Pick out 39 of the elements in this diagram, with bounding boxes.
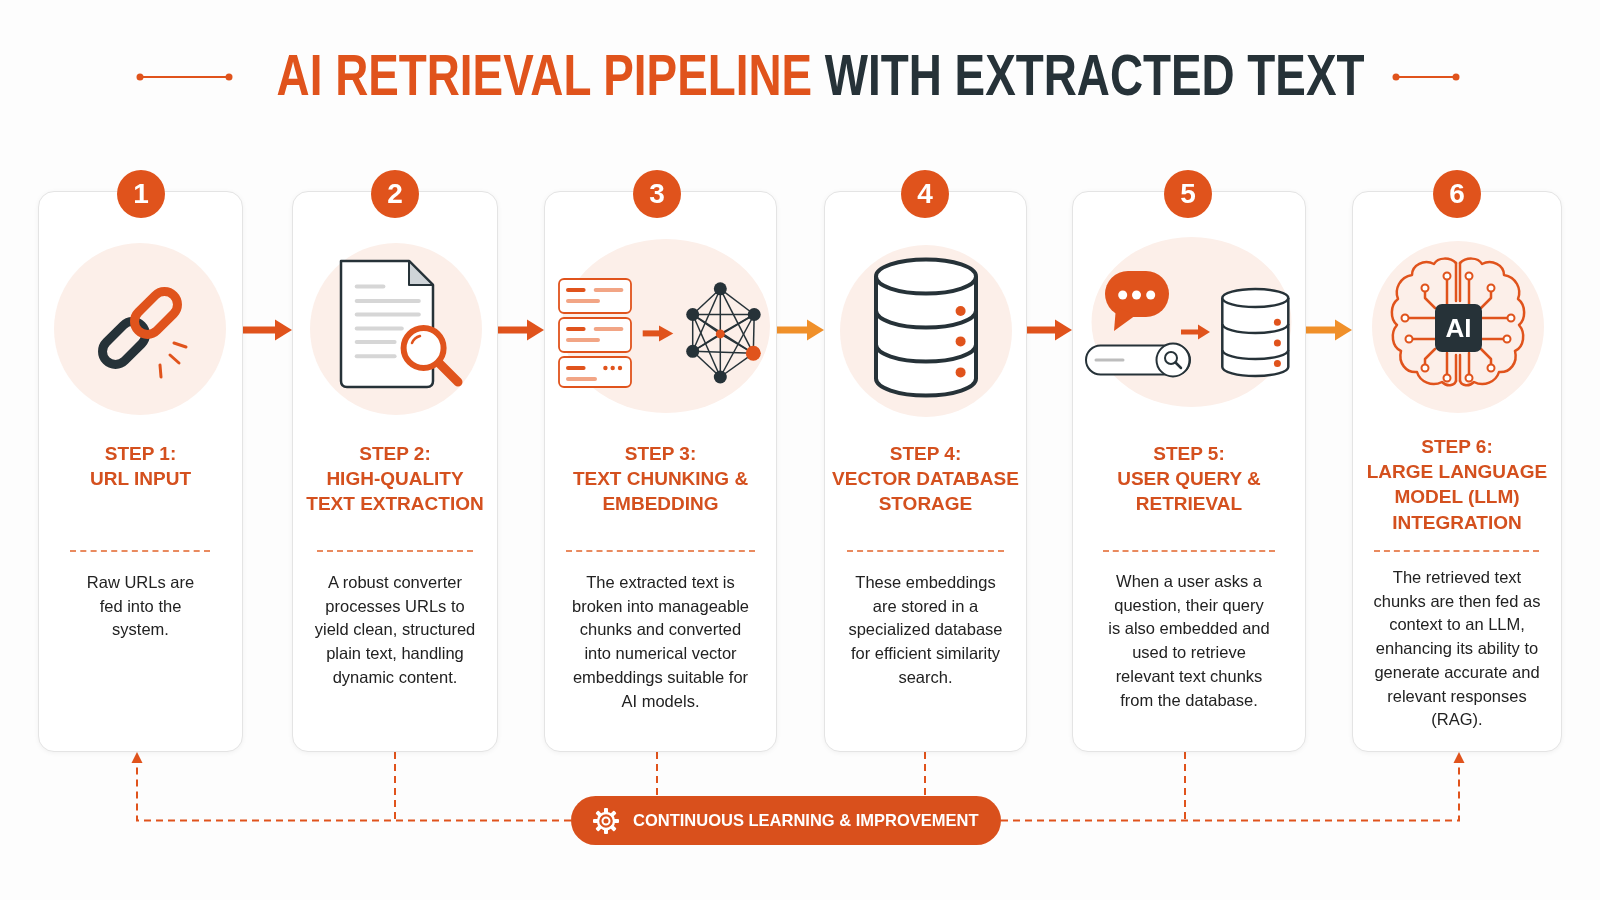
step-description: These embeddings are stored in a specialized database for efficient similarity search.	[847, 572, 1004, 688]
arrow	[1027, 319, 1072, 341]
step-description: The extracted text is broken into manageable chunks and converted into numerical vector embeddings suitable for AI models.	[570, 572, 750, 712]
diagram-title: AI RETRIEVAL PIPELINE WITH EXTRACTED TEXT	[277, 46, 1365, 104]
step-description: When a user asks a question, their query is also embedded and used to retrieve relevant text chunks from the database.	[1107, 571, 1271, 711]
step-description: A robust converter processes URLs to yield clean, structured plain text, handling dynamic content.	[313, 572, 477, 688]
step-title: VECTOR DATABASE STORAGE	[831, 467, 1020, 517]
dashed-line	[924, 751, 926, 797]
step-title: LARGE LANGUAGE MODEL (LLM) INTEGRATION	[1365, 460, 1549, 535]
banner-text: CONTINUOUS LEARNING & IMPROVEMENT	[633, 811, 979, 830]
step-label: STEP 1:	[104, 442, 177, 466]
step-description: Raw URLs are fed into the system.	[85, 572, 196, 641]
arrow	[498, 319, 544, 341]
step-title: TEXT CHUNKING & EMBEDDING	[571, 467, 750, 517]
step-title: HIGH-QUALITY TEXT EXTRACTION	[305, 467, 485, 517]
dashed-arrow	[1000, 751, 1465, 822]
step-number: 5	[1164, 170, 1212, 218]
dashed-arrow	[131, 751, 572, 822]
arrow	[1306, 319, 1352, 341]
dashed-line	[1184, 751, 1186, 822]
dashed-line	[394, 751, 396, 822]
step-title: USER QUERY & RETRIEVAL	[1116, 467, 1262, 517]
arrow	[777, 319, 824, 341]
step-label: STEP 6:	[1421, 435, 1493, 459]
step-number: 4	[901, 170, 949, 218]
processor-chip: AI	[1435, 304, 1482, 352]
loop-banner	[571, 796, 1001, 845]
step-number: 3	[633, 170, 681, 218]
step-label: STEP 4:	[889, 442, 962, 466]
step-number: 2	[371, 170, 419, 218]
step-number: 1	[117, 170, 165, 218]
arrow	[243, 319, 292, 341]
dashed-line	[656, 751, 658, 797]
step-label: STEP 5:	[1153, 442, 1225, 466]
step-title: URL INPUT	[90, 467, 191, 492]
step-label: STEP 2:	[359, 442, 431, 466]
step-label: STEP 3:	[624, 442, 697, 466]
step-number: 6	[1433, 170, 1481, 218]
step-description: The retrieved text chunks are then fed as context to an LLM, enhancing its ability to generate accurate and relevant responses (RAG).	[1372, 567, 1542, 731]
